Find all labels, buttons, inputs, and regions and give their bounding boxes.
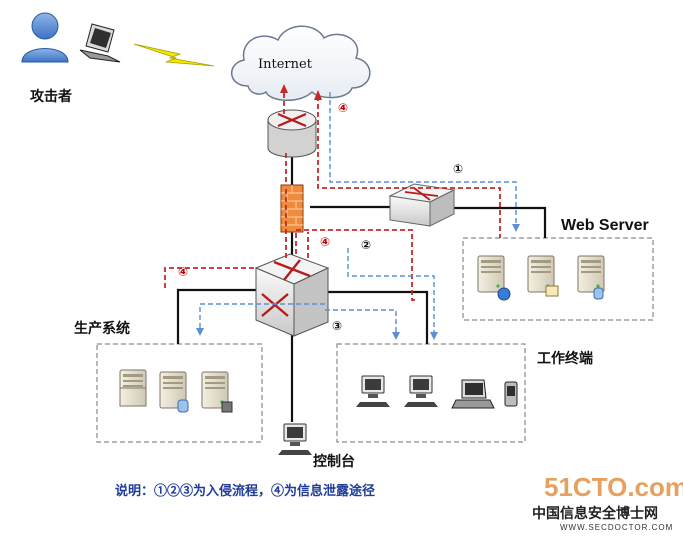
user-icon <box>21 12 69 63</box>
workstations-label: 工作终端 <box>537 350 593 367</box>
switch-icon <box>388 183 456 227</box>
router-icon <box>267 109 317 158</box>
console-label: 控制台 <box>313 453 355 470</box>
server-icon <box>477 255 505 293</box>
production-zone <box>96 343 263 443</box>
attacker-label: 攻击者 <box>30 88 72 105</box>
watermark-url: WWW.SECDOCTOR.COM <box>560 523 673 532</box>
production-label: 生产系统 <box>74 320 130 337</box>
marker-4-left: ④ <box>178 265 188 279</box>
pda-icon <box>504 381 518 407</box>
watermark-site: 中国信息安全博士网 <box>532 505 658 522</box>
production-servers <box>119 369 233 413</box>
intrusion-paths <box>164 84 501 301</box>
marker-3: ③ <box>332 319 342 333</box>
watermark-brand: 51CTO.com <box>544 472 683 502</box>
cloud-icon <box>231 25 371 101</box>
marker-1: ① <box>453 162 463 176</box>
leak-paths <box>196 92 520 340</box>
lightning-icon <box>133 43 215 67</box>
server-icon <box>577 255 605 293</box>
marker-4-top: ④ <box>338 101 348 115</box>
desktop-icon <box>355 375 391 408</box>
marker-4-mid: ④ <box>320 235 330 249</box>
marker-2: ② <box>361 238 371 252</box>
workstations <box>355 375 518 409</box>
laptop-icon <box>451 379 495 409</box>
web-server-label: Web Server <box>561 217 649 234</box>
desktop-icon <box>403 375 439 408</box>
core-switch-icon <box>254 253 330 337</box>
web-servers <box>477 255 605 301</box>
laptop-icon <box>79 23 121 63</box>
internet-label: Internet <box>258 57 313 72</box>
workstation-zone <box>336 343 526 443</box>
diagram-caption: 说明：①②③为入侵流程，④为信息泄露途径 <box>115 483 375 499</box>
firewall-icon <box>280 184 304 233</box>
console-icon <box>277 423 313 456</box>
